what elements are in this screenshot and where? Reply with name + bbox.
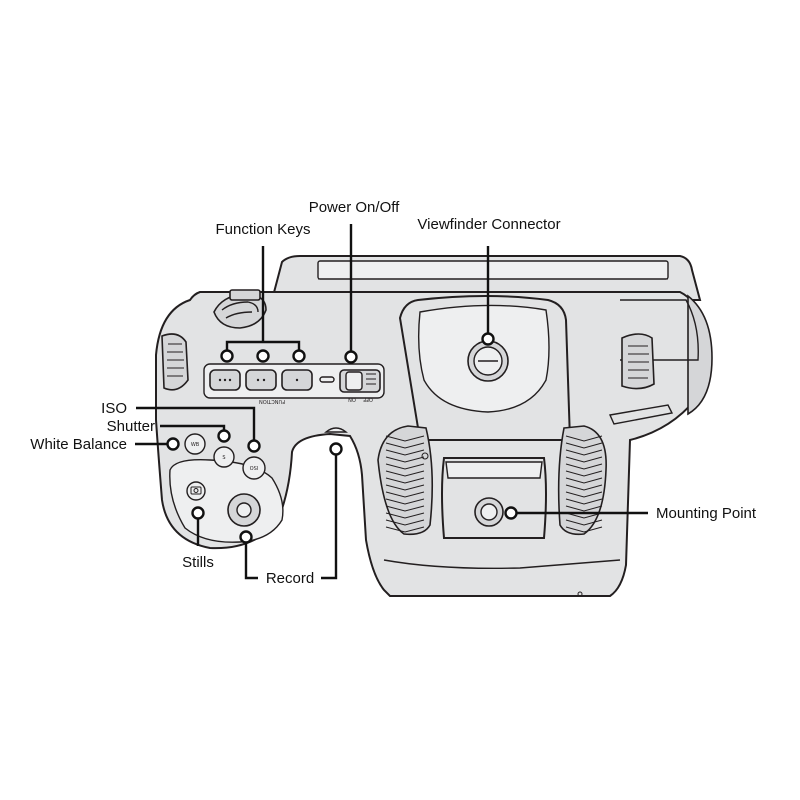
- wb-button-label: WB: [191, 442, 200, 448]
- left-scroll-wheel: [161, 333, 189, 391]
- base-line: [383, 559, 621, 570]
- grip-ridge: [565, 456, 603, 463]
- viewfinder-housing: [398, 295, 572, 441]
- s-button-label: S: [222, 455, 225, 461]
- grip-ridge: [385, 442, 425, 449]
- leader-viewfinder: [481, 246, 495, 346]
- top-dial: [213, 289, 267, 329]
- grip-ridge: [385, 463, 425, 470]
- grip-ridge: [385, 505, 425, 512]
- iso-button-label: ISO: [250, 464, 259, 470]
- grip-ridge: [565, 491, 603, 498]
- label-mounting-point: Mounting Point: [656, 505, 757, 522]
- label-shutter: Shutter: [107, 418, 155, 435]
- grip-ridge: [565, 449, 603, 456]
- label-record: Record: [266, 570, 314, 587]
- grip-ridge: [565, 498, 603, 505]
- leader-iso: [136, 406, 261, 453]
- right-grip-texture: [557, 425, 607, 536]
- grip-ridge: [565, 526, 603, 533]
- grip-ridge: [565, 519, 603, 526]
- grip-ridge: [385, 484, 425, 491]
- left-grip-texture: [377, 425, 434, 536]
- base-screw: [577, 591, 583, 597]
- grip-ridge: [385, 512, 425, 519]
- label-stills: Stills: [182, 554, 214, 571]
- grip-ridge: [385, 449, 425, 456]
- grip-ridge: [565, 512, 603, 519]
- label-power: Power On/Off: [309, 199, 400, 216]
- grip-ridge: [385, 456, 425, 463]
- leader-stills: [191, 506, 205, 546]
- leader-mounting-point: [504, 506, 648, 520]
- grip-ridge: [565, 470, 603, 477]
- grip-ridge: [385, 470, 425, 477]
- grip-ridge: [565, 435, 603, 442]
- leader-shutter: [160, 424, 231, 443]
- label-iso: ISO: [101, 400, 127, 417]
- grip-ridge: [385, 519, 425, 526]
- grip-ridge: [385, 477, 425, 484]
- switch-off-label: OFF: [363, 396, 373, 402]
- leader-function-keys: [220, 246, 306, 363]
- grip-ridge: [565, 484, 603, 491]
- grip-ridge: [385, 491, 425, 498]
- function-panel-label: FUNCTION: [259, 398, 285, 404]
- function-button-panel: FUNCTION: [203, 363, 385, 404]
- grip-ridge: [565, 477, 603, 484]
- leader-record-right: [321, 442, 343, 580]
- right-scroll-wheel: [621, 333, 655, 390]
- leader-white-balance: [135, 437, 180, 451]
- label-viewfinder: Viewfinder Connector: [417, 216, 560, 233]
- record-button-bump: [324, 427, 348, 433]
- focus-mark: [421, 452, 429, 460]
- grip-ridge: [385, 498, 425, 505]
- grip-ridge: [385, 435, 425, 442]
- grip-ridge: [565, 505, 603, 512]
- leader-record-left: [239, 530, 258, 580]
- power-switch: OFF ON: [339, 369, 381, 402]
- mounting-plate: [441, 457, 547, 539]
- grip-ridge: [565, 442, 603, 449]
- switch-on-label: ON: [348, 396, 356, 402]
- leader-power: [344, 224, 358, 364]
- grip-ridge: [565, 463, 603, 470]
- grip-ridge: [385, 526, 425, 533]
- label-function-keys: Function Keys: [215, 221, 310, 238]
- label-white-balance: White Balance: [30, 436, 127, 453]
